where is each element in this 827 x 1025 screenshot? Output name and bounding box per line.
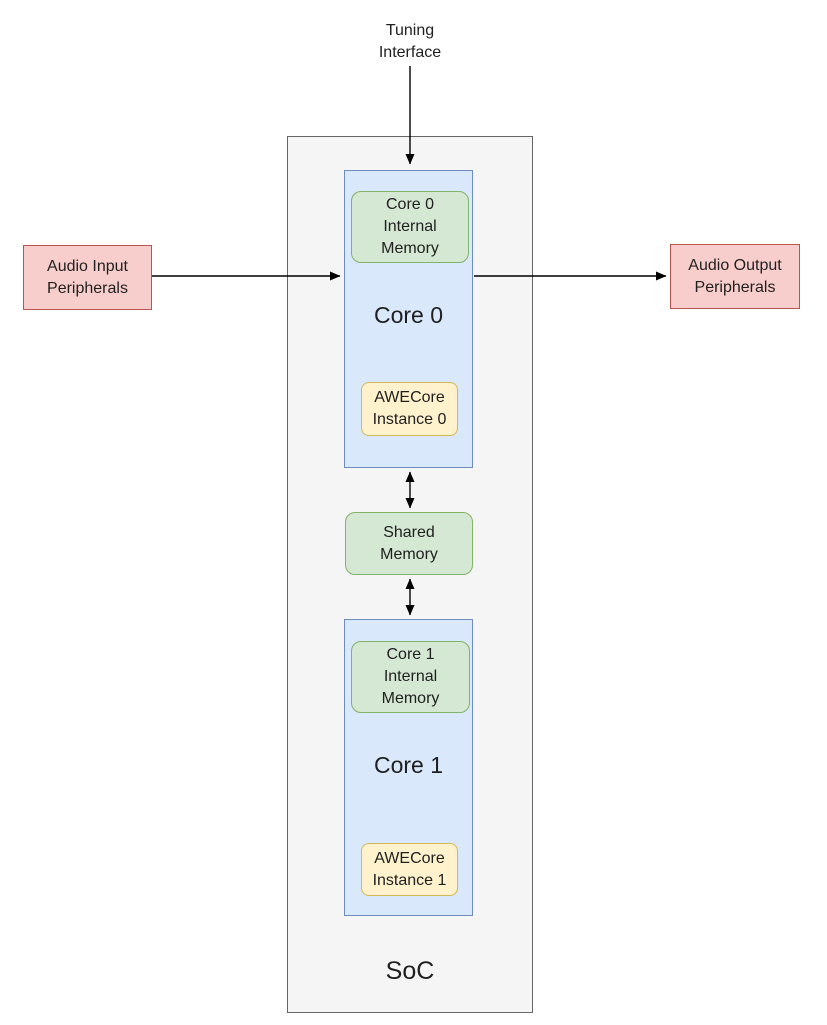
shared-memory-box: Shared Memory — [345, 512, 473, 575]
audio-output-peripherals-box: Audio Output Peripherals — [670, 244, 800, 309]
core0-internal-memory-box: Core 0 Internal Memory — [351, 191, 469, 263]
core1-internal-memory-box: Core 1 Internal Memory — [351, 641, 470, 713]
awecore-instance0-box: AWECore Instance 0 — [361, 382, 458, 436]
core0-label: Core 0 — [373, 302, 444, 328]
tuning-interface-label: Tuning Interface — [378, 22, 442, 61]
audio-input-peripherals-box: Audio Input Peripherals — [23, 245, 152, 310]
core1-label: Core 1 — [373, 752, 444, 778]
awecore-instance1-box: AWECore Instance 1 — [361, 843, 458, 896]
soc-label: SoC — [385, 957, 435, 985]
